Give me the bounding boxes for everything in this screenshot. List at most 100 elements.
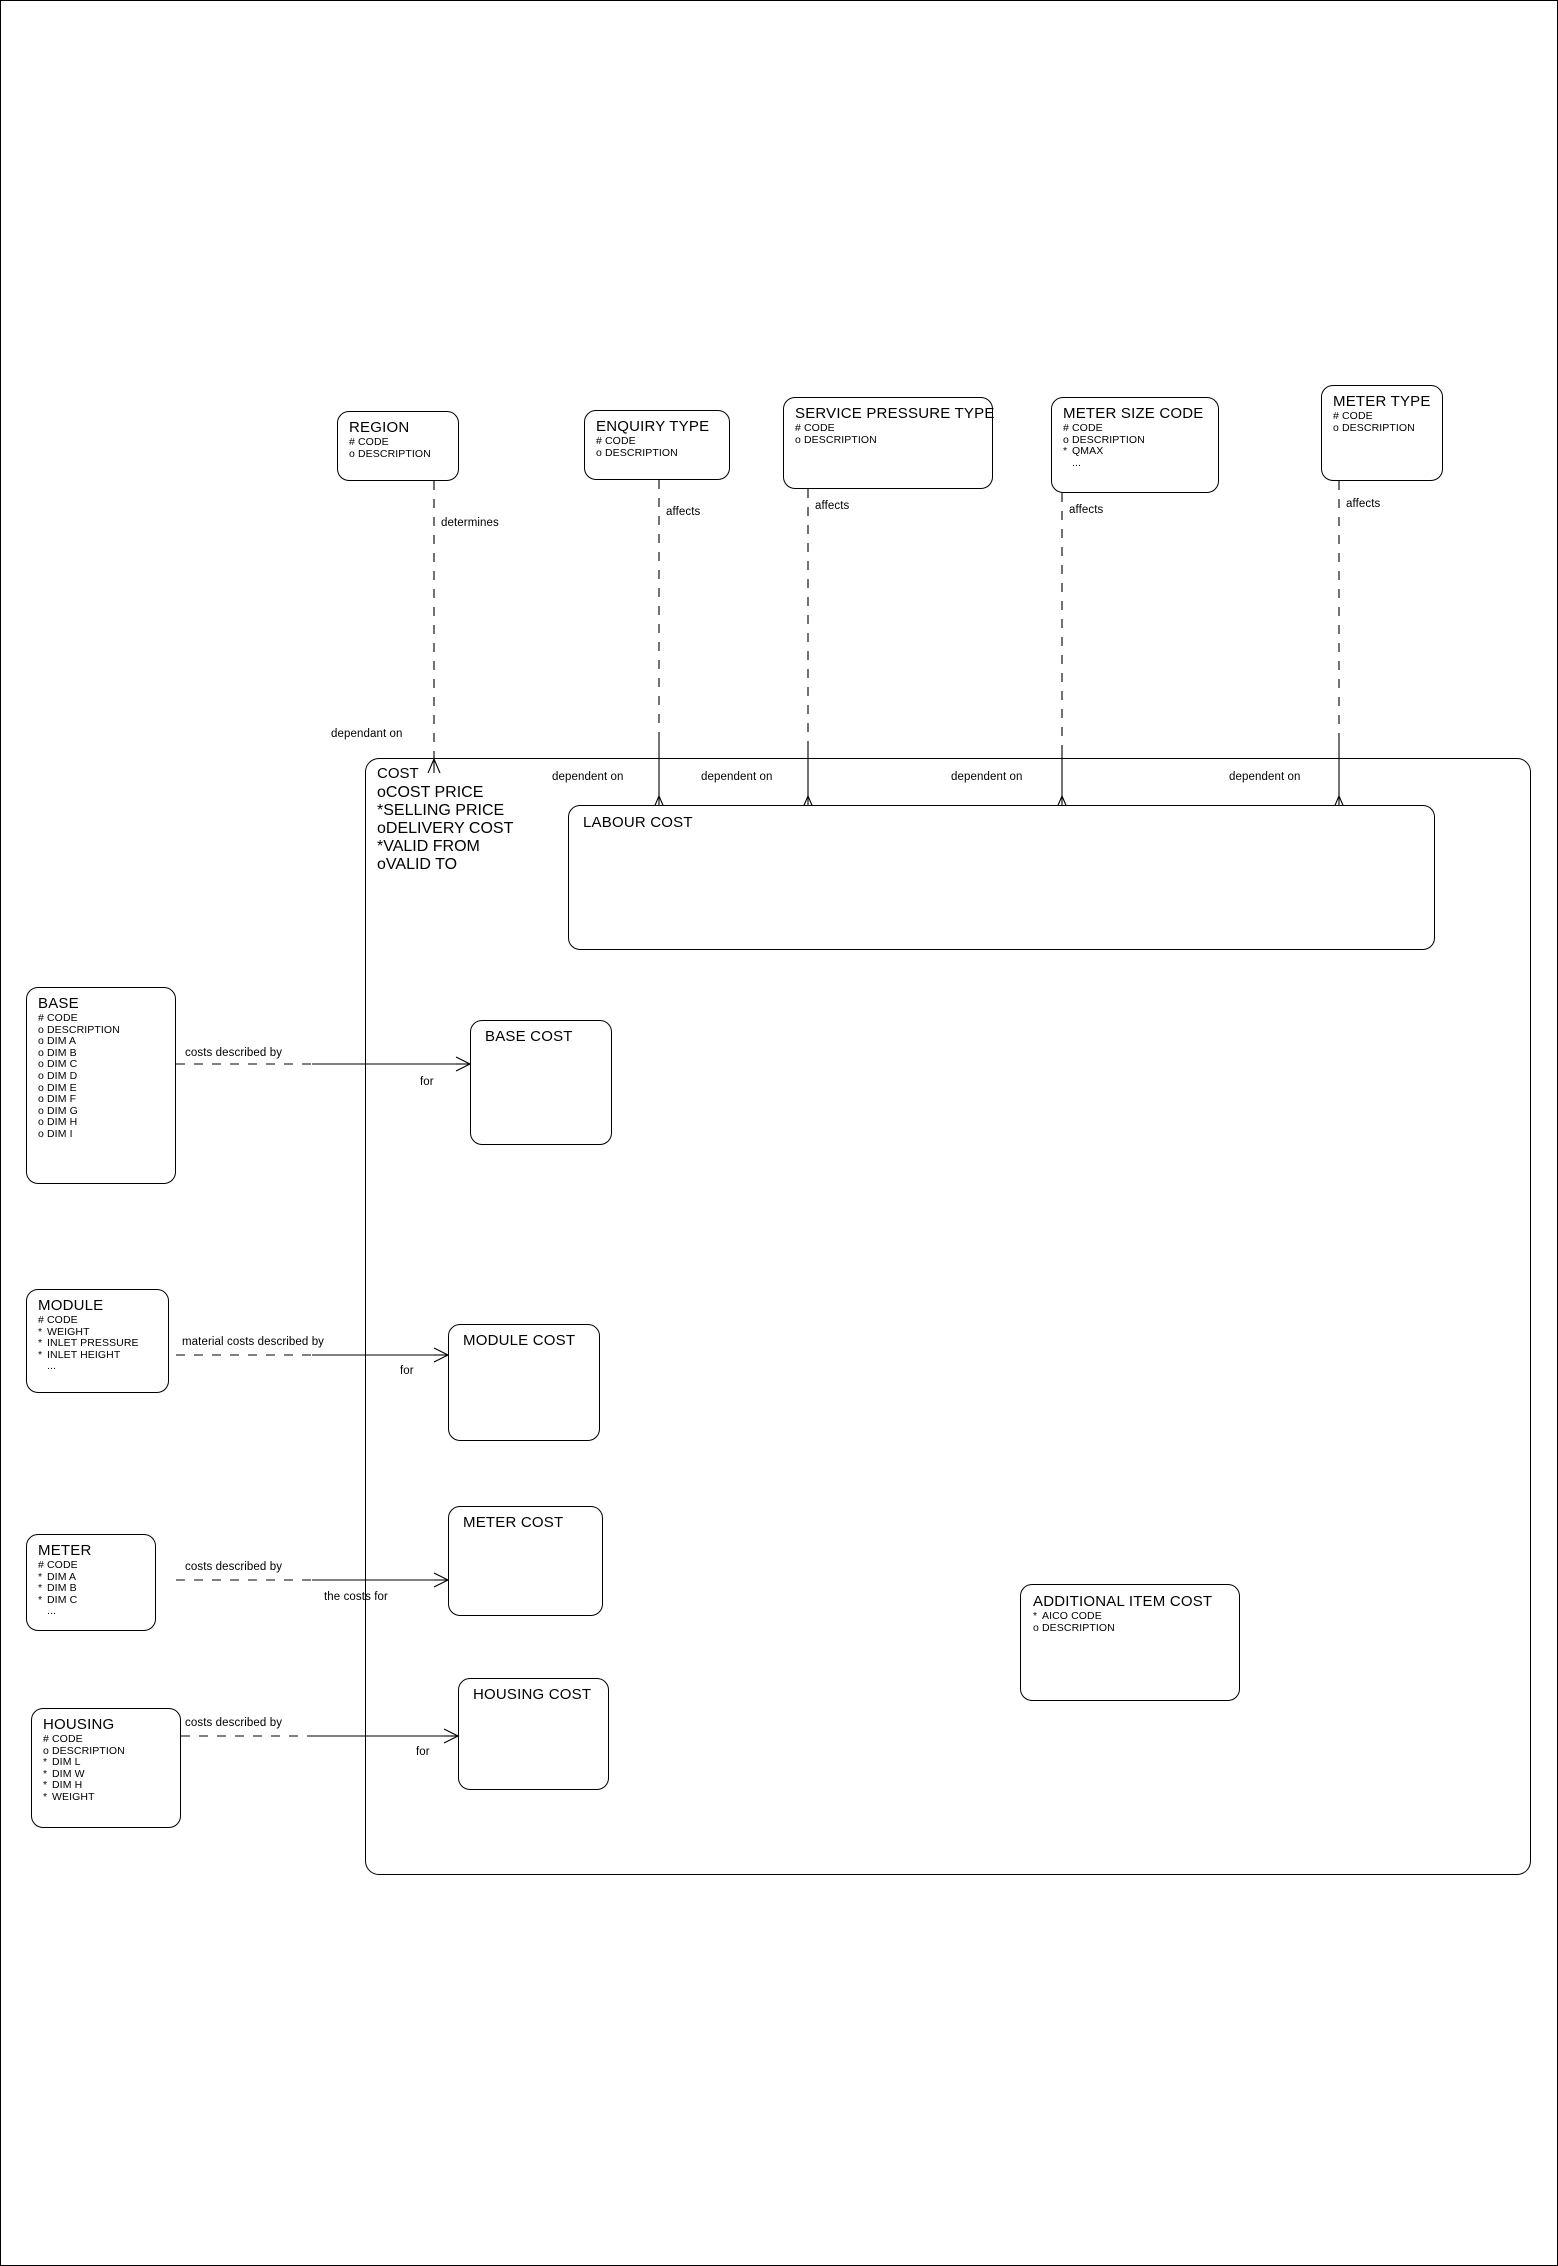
attribute-label: DESCRIPTION [1342, 421, 1415, 434]
attribute-row: *AICO CODE [1033, 1610, 1230, 1623]
attribute-mark: * [38, 1325, 43, 1338]
attribute-label: CODE [47, 1559, 78, 1571]
attribute-label: DIM C [47, 1058, 78, 1071]
attribute-mark: # [596, 435, 602, 447]
attribute-mark: # [38, 1314, 44, 1326]
attribute-list: #CODE *DIM A *DIM B *DIM C ... [38, 1559, 146, 1618]
attribute-mark: o [38, 1081, 44, 1094]
attribute-label: DIM L [52, 1756, 81, 1769]
attribute-label: DESCRIPTION [358, 447, 431, 460]
label-dependent-on-enquiry: dependent on [552, 771, 624, 783]
entity-name: ENQUIRY TYPE [596, 418, 710, 435]
attribute-label: ... [47, 1605, 57, 1618]
entity-name: MODULE [38, 1297, 104, 1314]
attribute-label: DIM B [47, 1046, 77, 1059]
attribute-mark: * [43, 1790, 48, 1803]
attribute-row: * WEIGHT [38, 1325, 159, 1339]
entity-meter-cost[interactable]: METER COST [448, 1506, 603, 1616]
entity-name: ADDITIONAL ITEM COST [1033, 1593, 1213, 1610]
attribute-mark: o [1063, 433, 1069, 446]
entity-name: METER COST [463, 1514, 564, 1531]
attribute-label: CODE [1072, 422, 1103, 434]
attribute-mark: * [43, 1779, 48, 1792]
attribute-mark: o [1333, 421, 1339, 434]
attribute-row: #CODE [1333, 410, 1433, 423]
attribute-row: *INLET HEIGHT [38, 1348, 159, 1362]
attribute-mark: * [377, 802, 384, 819]
attribute-row: * DIM B [38, 1582, 146, 1595]
entity-name: HOUSING COST [473, 1686, 592, 1703]
attribute-row: *INLET PRESSURE [38, 1337, 159, 1350]
attribute-label: CODE [47, 1314, 78, 1326]
label-costs-described-by-housing: costs described by [185, 1717, 283, 1729]
attribute-mark: o [596, 446, 602, 459]
entity-name: METER SIZE CODE [1063, 405, 1204, 422]
attribute-mark: o [377, 784, 386, 801]
attribute-label: SELLING PRICE [383, 802, 505, 819]
attribute-mark: * [38, 1582, 43, 1595]
label-dependent-on-meter-type: dependent on [1229, 771, 1301, 783]
attribute-row: *VALID FROM [377, 838, 513, 856]
attribute-row: oCOST PRICE [377, 784, 513, 802]
label-affects-meter-type: affects [1346, 498, 1381, 510]
attribute-mark: # [795, 422, 801, 434]
attribute-label: WEIGHT [52, 1790, 95, 1803]
entity-module[interactable]: MODULE #CODE *WEIGHT *INLET PRESSURE *IN… [26, 1289, 169, 1393]
entity-name: METER TYPE [1333, 393, 1431, 410]
attribute-mark: o [1033, 1621, 1039, 1634]
attribute-mark: * [38, 1348, 43, 1361]
attribute-label: DIM H [52, 1779, 83, 1792]
label-determines: determines [441, 517, 499, 529]
attribute-mark: o [38, 1035, 44, 1048]
attribute-mark: o [38, 1046, 44, 1059]
entity-labour-cost[interactable]: LABOUR COST [568, 805, 1435, 950]
attribute-label: AICO CODE [1042, 1610, 1102, 1622]
label-dependent-on-service-pressure: dependent on [701, 771, 773, 783]
attribute-mark: o [38, 1116, 44, 1129]
entity-cost[interactable]: COST oCOST PRICE *SELLING PRICE oDELIVER… [365, 758, 1531, 1875]
attribute-label: DIM G [47, 1104, 78, 1117]
attribute-label: WEIGHT [47, 1325, 90, 1338]
attribute-label: DESCRIPTION [52, 1744, 125, 1757]
entity-meter[interactable]: METER #CODE *DIM A *DIM B *DIM C ... [26, 1534, 156, 1631]
attribute-label: INLET PRESSURE [47, 1337, 139, 1350]
attribute-row: *DIM C [38, 1594, 146, 1607]
entity-base-cost[interactable]: BASE COST [470, 1020, 612, 1145]
entity-housing-cost[interactable]: HOUSING COST [458, 1678, 609, 1790]
label-material-costs-described-by-module: material costs described by [182, 1336, 325, 1348]
attribute-label: CODE [605, 435, 636, 447]
attribute-label: DIM B [47, 1582, 77, 1595]
attribute-row: #CODE [1063, 422, 1209, 435]
entity-name: BASE COST [485, 1028, 573, 1045]
attribute-mark: o [38, 1069, 44, 1082]
label-affects-service-pressure: affects [815, 500, 850, 512]
attribute-row: ... [38, 1361, 159, 1373]
entity-name: REGION [349, 419, 410, 436]
entity-module-cost[interactable]: MODULE COST [448, 1324, 600, 1441]
attribute-mark: o [38, 1093, 44, 1106]
label-the-costs-for-meter-cost: the costs for [324, 1591, 388, 1603]
attribute-row: #CODE [38, 1559, 146, 1572]
label-for-base-cost: for [420, 1076, 434, 1088]
attribute-label: CODE [804, 422, 835, 434]
entity-name: MODULE COST [463, 1332, 576, 1349]
